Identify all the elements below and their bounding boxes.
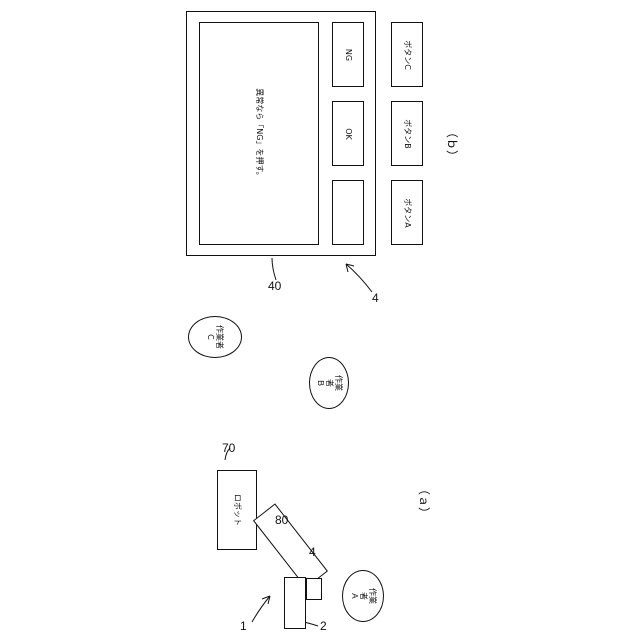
- button-c[interactable]: ボタンC: [391, 22, 423, 87]
- button-a-label: ボタンA: [403, 198, 411, 227]
- worker-a-line2: Ａ: [349, 586, 358, 606]
- ref-arm-80: 80: [275, 514, 288, 526]
- leader-device-4b-arrow: [346, 264, 372, 292]
- blank-button[interactable]: [332, 180, 364, 245]
- worker-a-line1: 作業者: [358, 586, 376, 606]
- worker-c: 作業者 Ｃ: [188, 316, 242, 358]
- ref-system-1: 1: [240, 620, 247, 632]
- screen-message: 異常なら「NG」を押す。: [255, 88, 263, 179]
- display-screen: 異常なら「NG」を押す。: [199, 22, 319, 245]
- ref-device-4b: 4: [372, 292, 379, 304]
- worker-a: 作業者 Ａ: [342, 570, 384, 622]
- figure-b-label: （ｂ）: [446, 126, 458, 162]
- input-device-small: [306, 578, 322, 600]
- worker-c-line2: Ｃ: [206, 325, 215, 349]
- work-base: [284, 577, 306, 629]
- worker-b: 作業者 Ｂ: [309, 357, 349, 409]
- worker-b-line1: 作業者: [324, 374, 342, 393]
- robot-label: ロボット: [233, 494, 241, 526]
- arrowhead-device-4b: [346, 264, 354, 272]
- ng-button[interactable]: NG: [332, 22, 364, 87]
- ok-button[interactable]: OK: [332, 101, 364, 166]
- button-a[interactable]: ボタンA: [391, 180, 423, 245]
- robot-arm: [253, 503, 328, 588]
- button-b[interactable]: ボタンB: [391, 101, 423, 166]
- worker-c-line1: 作業者: [215, 325, 224, 349]
- leader-system-1-arrow: [252, 596, 270, 622]
- ok-button-label: OK: [344, 128, 352, 140]
- ref-base-2: 2: [320, 620, 327, 632]
- button-c-label: ボタンC: [403, 40, 411, 70]
- button-b-label: ボタンB: [403, 119, 411, 149]
- ref-robot-70: 70: [222, 442, 235, 454]
- figure-a-label: （ａ）: [418, 483, 430, 519]
- ref-device-4a: 4: [309, 546, 316, 558]
- leader-base-2: [304, 622, 318, 626]
- leader-screen-40: [272, 258, 276, 280]
- arrowhead-system-1: [262, 596, 270, 604]
- ng-button-label: NG: [344, 48, 352, 60]
- robot: ロボット: [217, 470, 257, 550]
- worker-b-line2: Ｂ: [315, 374, 324, 393]
- ref-screen-40: 40: [268, 280, 281, 292]
